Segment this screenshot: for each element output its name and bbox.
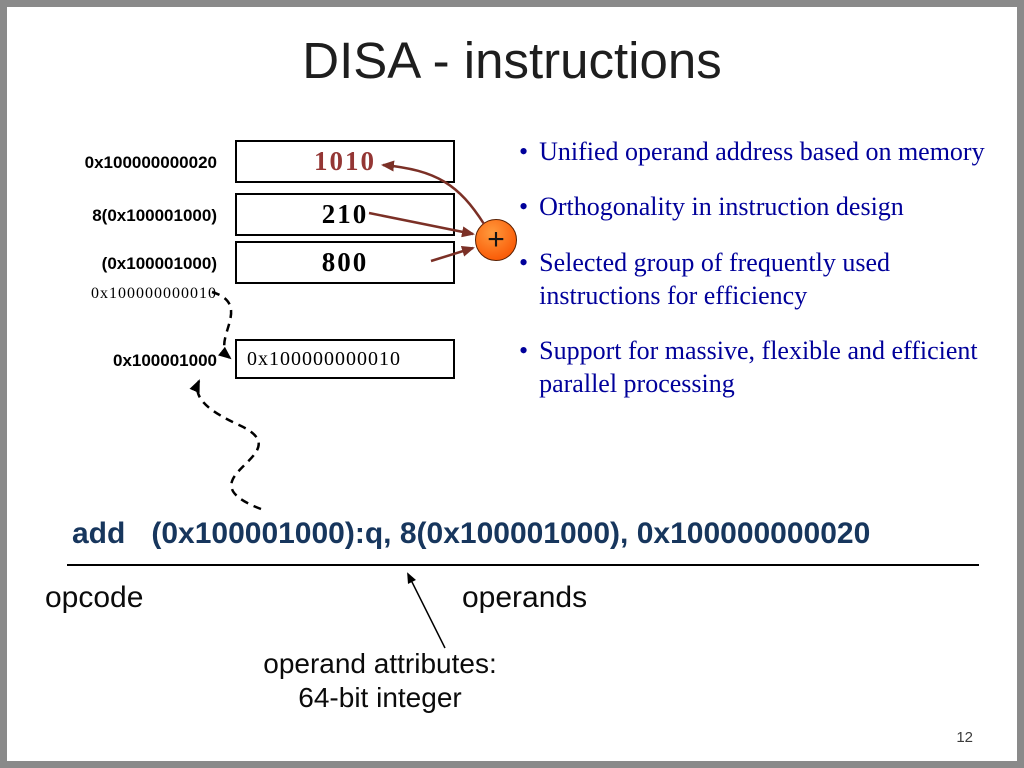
adder-circle: +	[475, 219, 517, 261]
page-title: DISA - instructions	[302, 32, 722, 89]
plus-icon: +	[487, 223, 505, 256]
memory-cell-result-value: 1010	[314, 146, 376, 176]
bullet-marker: •	[519, 247, 529, 277]
memory-cell-operand1-value: 800	[321, 247, 369, 277]
bullet-text-4: Support for massive, flexible and effici…	[539, 336, 978, 399]
operand-attributes-line1: operand attributes:	[263, 648, 497, 679]
bullet-text-1: Unified operand address based on memory	[539, 137, 985, 166]
pointer-address-label: 0x100001000	[112, 351, 217, 370]
instruction-underline	[67, 564, 979, 566]
instruction-opcode: add	[72, 517, 126, 550]
memory-cell-operand2: 210	[235, 193, 455, 236]
address-label-row3: (0x100001000)	[101, 254, 217, 273]
memory-cell-result: 1010	[235, 140, 455, 183]
opcode-caption: opcode	[45, 581, 144, 614]
operand-attributes-note: operand attributes: 64-bit integer	[235, 647, 525, 714]
bullet-list: • Unified operand address based on memor…	[519, 135, 997, 423]
memory-cell-pointer-value: 0x100000000010	[247, 347, 401, 370]
bullet-item-4: • Support for massive, flexible and effi…	[519, 334, 997, 401]
operand-to-memory-dashed-arrow	[189, 379, 262, 511]
bullet-item-2: • Orthogonality in instruction design	[519, 190, 997, 223]
operand-attributes-line2: 64-bit integer	[298, 681, 462, 713]
attribute-pointer-arrow	[407, 572, 446, 649]
bullet-marker: •	[519, 137, 529, 166]
address-label-row2: 8(0x100001000)	[92, 206, 217, 225]
slide: DISA - instructions 0x100000000020 8(0x1…	[7, 7, 1017, 761]
memory-cell-operand1: 800	[235, 241, 455, 284]
operands-caption: operands	[462, 581, 588, 614]
indirect-address-label: 0x100000000010	[91, 285, 217, 302]
bullet-text-2: Orthogonality in instruction design	[539, 192, 904, 222]
bullet-text-3: Selected group of frequently used instru…	[539, 247, 890, 310]
bullet-item-1: • Unified operand address based on memor…	[519, 135, 997, 168]
instruction-operands: (0x100001000):q, 8(0x100001000), 0x10000…	[151, 517, 871, 550]
memory-cell-operand2-value: 210	[321, 199, 369, 229]
bullet-marker: •	[519, 192, 529, 222]
bullet-item-3: • Selected group of frequently used inst…	[519, 246, 997, 313]
instruction-line: add (0x100001000):q, 8(0x100001000), 0x1…	[72, 517, 870, 551]
memory-cell-pointer: 0x100000000010	[235, 339, 455, 379]
page-number: 12	[956, 729, 973, 746]
bullet-marker: •	[519, 336, 529, 366]
address-label-row1: 0x100000000020	[84, 153, 217, 172]
